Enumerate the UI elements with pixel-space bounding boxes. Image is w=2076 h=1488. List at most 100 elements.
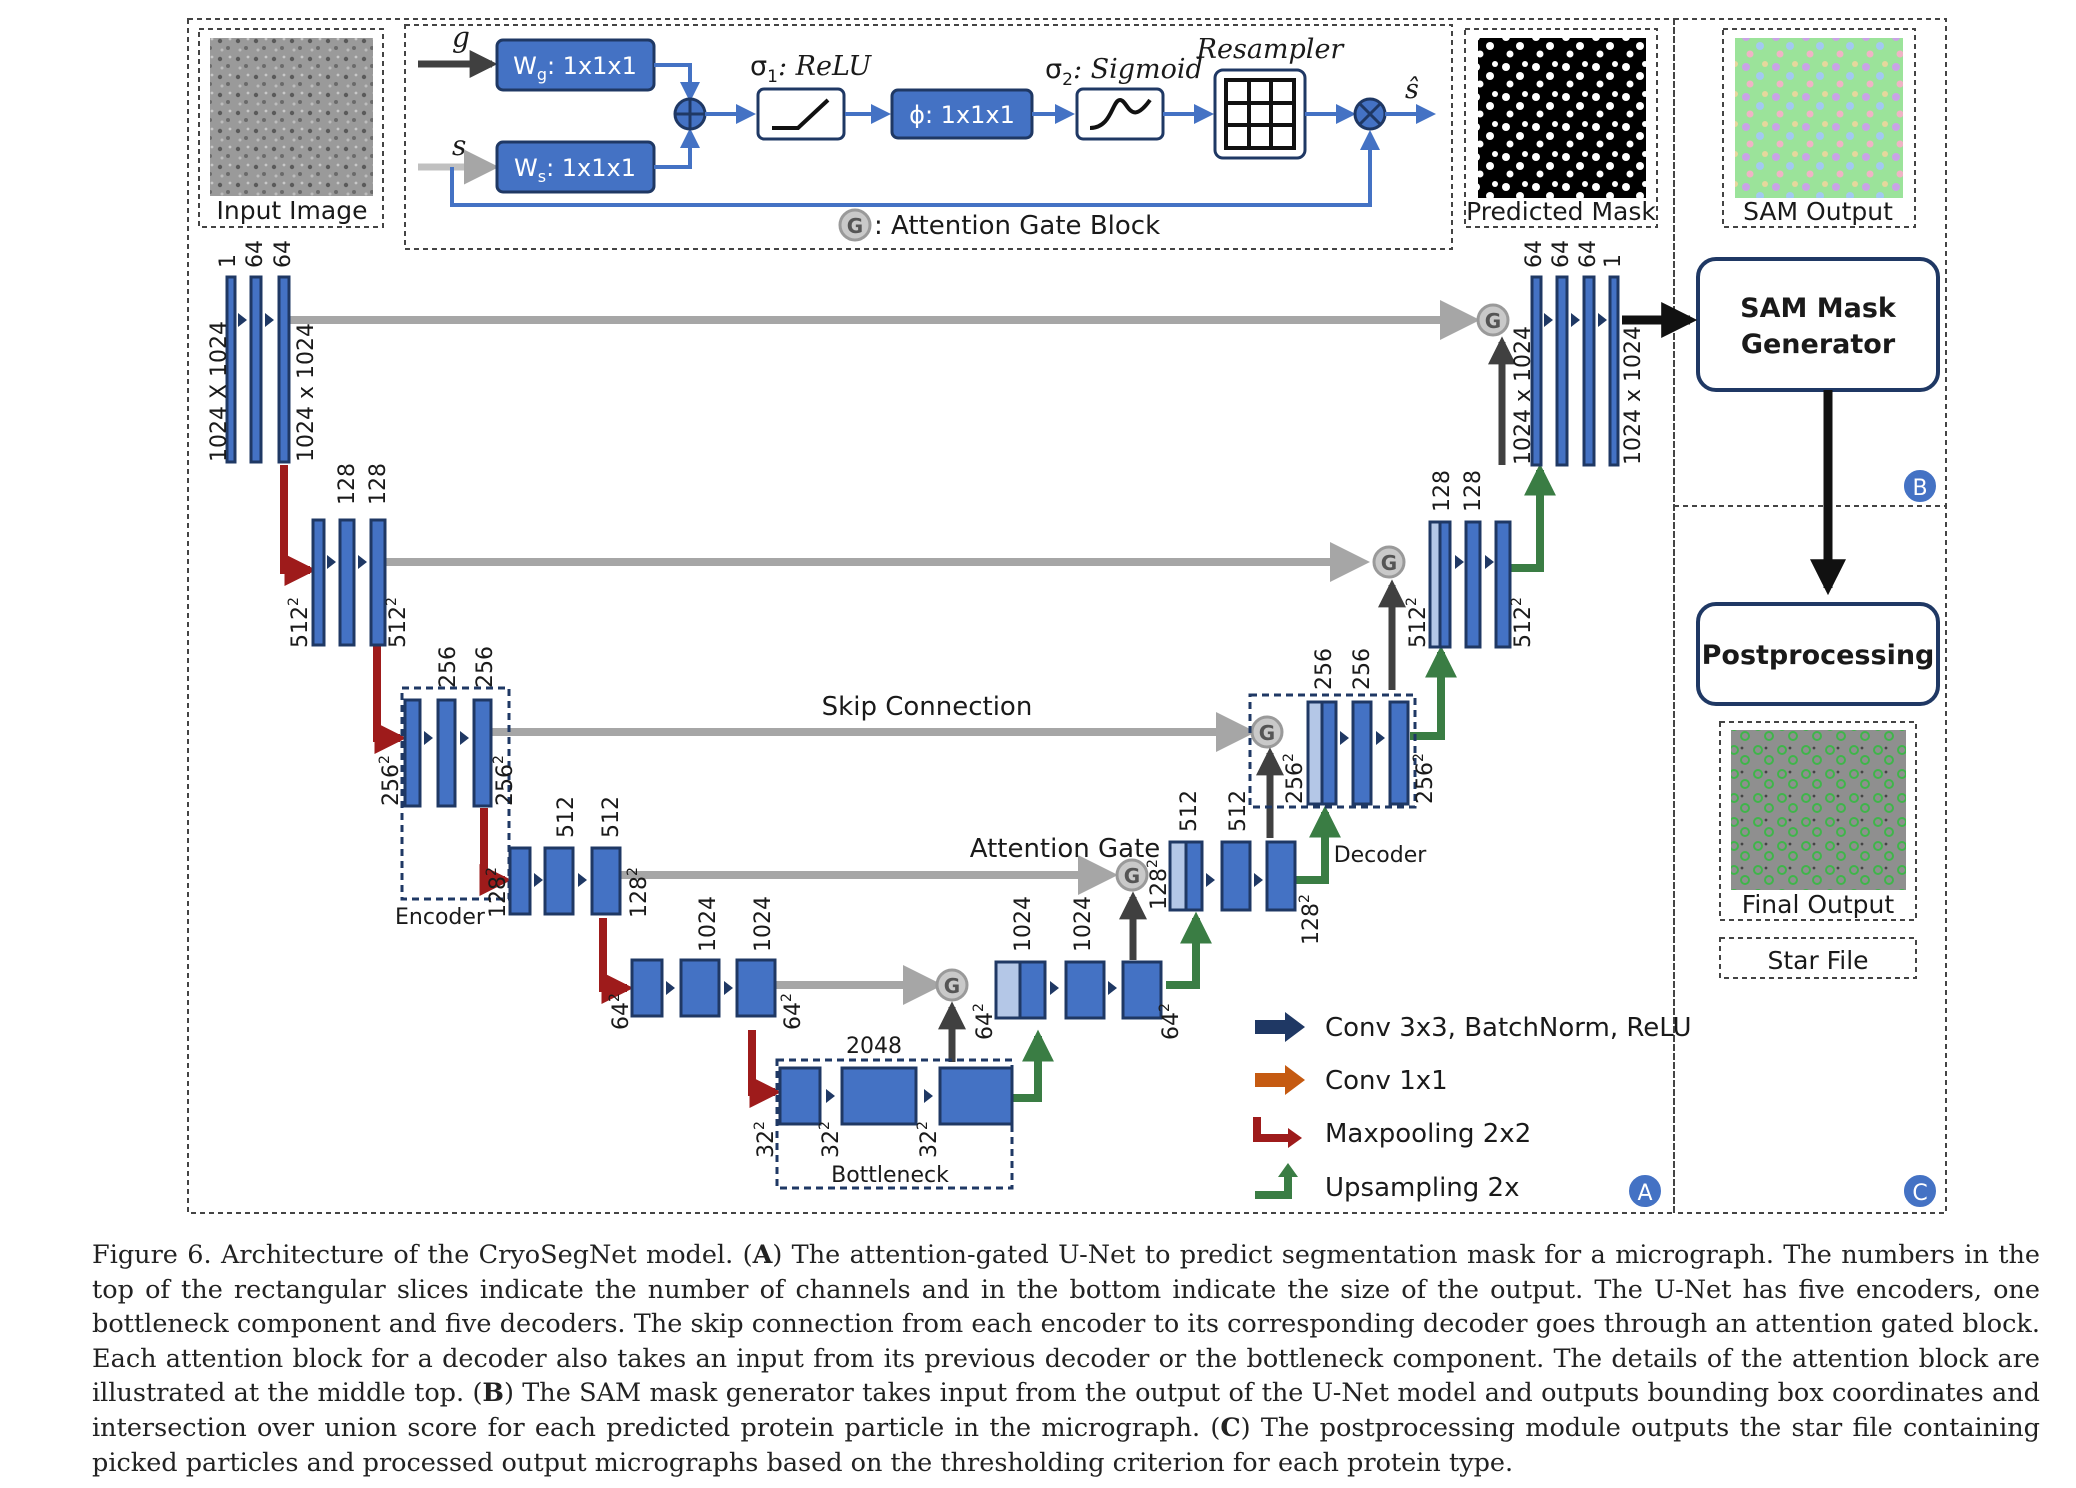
att-ws-label: Ws: 1x1x1 — [514, 154, 636, 186]
enc3-block-2 — [436, 698, 457, 808]
input-image — [210, 38, 373, 196]
enc2-channel-2: 128 — [366, 463, 391, 505]
gate-5: G — [935, 968, 969, 1002]
enc4-size-left: 1282 — [484, 867, 511, 918]
att-relu-box — [756, 87, 846, 141]
badge-a: A — [1627, 1173, 1663, 1209]
upsample-arrow-5 — [1510, 463, 1556, 572]
bott-size-3: 322 — [915, 1121, 942, 1158]
gate-1: G — [1476, 303, 1510, 337]
postprocessing-label: Postprocessing — [1702, 640, 1935, 671]
dec5-block-3 — [1064, 960, 1106, 1020]
enc1-size-left: 1024 X 1024 — [207, 321, 232, 462]
dec3-block-2 — [1320, 700, 1338, 806]
dec2-size-left: 5122 — [1404, 597, 1431, 648]
upsample-arrow-1 — [1013, 1029, 1054, 1102]
att-wg-label: Wg: 1x1x1 — [513, 52, 637, 84]
cryosegnet-architecture-diagram: Input Image Predicted Mask SAM Output SA… — [187, 18, 1947, 1214]
maxpool-arrow-5 — [748, 1030, 782, 1108]
gate-4: G — [1115, 858, 1149, 892]
att-sum-node — [673, 97, 707, 131]
sam-output-label: SAM Output — [1743, 197, 1893, 226]
dec1-block-1 — [1530, 275, 1543, 467]
att-phi-label: ϕ: 1x1x1 — [909, 101, 1015, 129]
svg-text:A: A — [1637, 1181, 1652, 1206]
enc1-channel-3: 64 — [271, 240, 296, 268]
maxpool-arrow-3 — [479, 808, 512, 896]
dec2-channel-2: 128 — [1461, 470, 1486, 512]
enc2-block-3 — [369, 518, 387, 647]
dec5-channel-1: 1024 — [1011, 896, 1036, 952]
dec3-channel-1: 256 — [1312, 648, 1337, 690]
dec2-block-2 — [1438, 520, 1452, 649]
final-output-frame — [1719, 721, 1917, 921]
dec4-block-3 — [1220, 840, 1252, 912]
sam-mask-generator-box — [1696, 257, 1940, 392]
enc2-conv-arrow-2 — [358, 555, 367, 569]
gate-2: G — [1372, 545, 1406, 579]
postprocessing-box — [1696, 602, 1940, 706]
dec5-block-2 — [1018, 960, 1047, 1020]
dec4-size-right: 1282 — [1297, 894, 1324, 945]
dec2-conv-arrow-2 — [1485, 555, 1494, 569]
maxpool-arrow-2 — [373, 646, 407, 754]
att-multiply-node — [1353, 97, 1387, 131]
dec2-block-4 — [1494, 520, 1512, 649]
att-g-symbol: g — [452, 21, 470, 54]
enc3-conv-arrow-2 — [460, 731, 469, 745]
dec5-conv-arrow-1 — [1050, 981, 1059, 995]
att-resampler-label: Resampler — [1196, 34, 1346, 65]
dec1-size-left: 1024 x 1024 — [1511, 326, 1536, 465]
dec1-size-right: 1024 x 1024 — [1621, 326, 1646, 465]
dec4-block-2 — [1184, 840, 1204, 912]
dec3-block-4 — [1388, 700, 1410, 806]
attention-gate-block-label: : Attention Gate Block — [874, 211, 1160, 241]
dec2-size-right: 5122 — [1509, 597, 1536, 648]
svg-text:G: G — [1485, 309, 1501, 333]
dec5-block-1 — [994, 960, 1022, 1020]
enc3-conv-arrow-1 — [424, 731, 433, 745]
enc5-conv-arrow-2 — [724, 981, 733, 995]
dec3-conv-arrow-2 — [1376, 731, 1385, 745]
enc4-size-right: 1282 — [625, 867, 652, 918]
dec3-channel-2: 256 — [1350, 648, 1375, 690]
upsample-arrow-4 — [1410, 645, 1457, 740]
enc5-channel-2: 1024 — [751, 896, 776, 952]
att-shat-symbol: ŝ — [1405, 74, 1419, 105]
dec1-block-3 — [1582, 275, 1596, 467]
dec1-channel-2: 64 — [1549, 240, 1574, 268]
maxpool-arrow-1 — [280, 465, 317, 586]
legend-label-1: Conv 1x1 — [1325, 1066, 1448, 1096]
legend-label-3: Upsampling 2x — [1325, 1173, 1519, 1203]
legend-arrow-0 — [1255, 1012, 1305, 1042]
maxpool-arrow-4 — [599, 918, 634, 1004]
enc1-block-2 — [249, 275, 263, 464]
legend-arrow-2 — [1253, 1117, 1290, 1142]
enc4-block-2 — [543, 846, 575, 916]
relu-icon — [772, 98, 830, 130]
enc3-channel-2: 256 — [473, 646, 498, 688]
enc5-size-right: 642 — [779, 993, 806, 1030]
dec4-conv-arrow-2 — [1254, 873, 1263, 887]
enc1-channel-2: 64 — [243, 240, 268, 268]
enc4-block-3 — [590, 846, 622, 916]
dec5-channel-2: 1024 — [1071, 896, 1096, 952]
bott-conv-arrow-1 — [826, 1089, 835, 1103]
legend-arrow-1 — [1255, 1065, 1305, 1095]
predicted-mask-frame — [1464, 28, 1658, 228]
enc5-size-left: 642 — [607, 993, 634, 1030]
encoder-box — [400, 686, 511, 901]
enc3-size-left: 2562 — [377, 755, 404, 806]
bottleneck-box — [775, 1058, 1014, 1190]
badge-c: C — [1902, 1173, 1938, 1209]
svg-text:G: G — [1381, 551, 1397, 575]
dec4-block-1 — [1168, 840, 1188, 912]
bottleneck-label: Bottleneck — [831, 1163, 949, 1188]
grid-icon — [1224, 78, 1296, 150]
gate-3: G — [1250, 715, 1284, 749]
svg-text:G: G — [847, 214, 863, 238]
att-sigma2-label: σ2: Sigmoid — [1045, 54, 1203, 90]
enc1-block-1 — [225, 275, 237, 464]
enc4-channel-2: 512 — [599, 796, 624, 838]
